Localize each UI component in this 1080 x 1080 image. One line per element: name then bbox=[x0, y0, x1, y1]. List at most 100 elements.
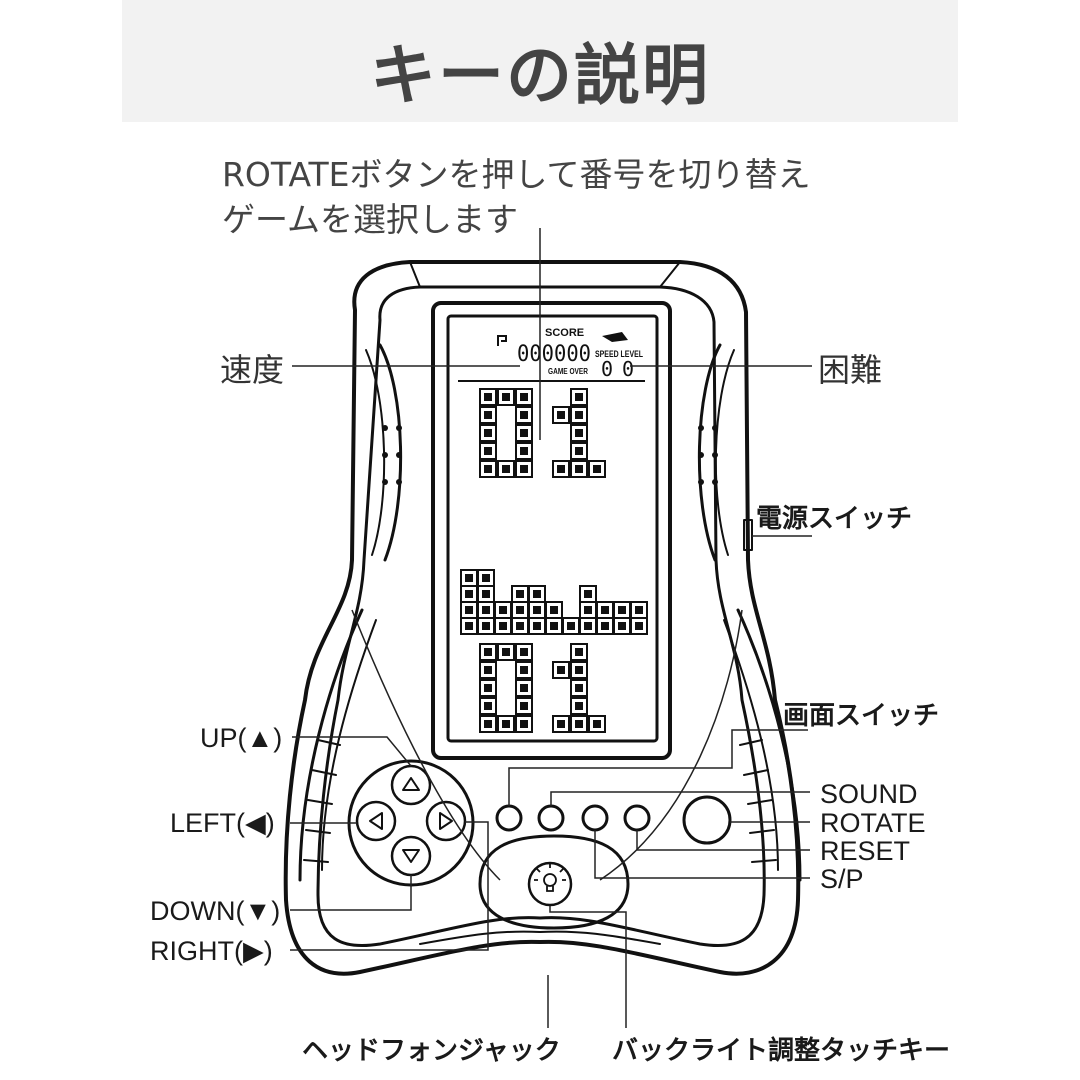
speaker-grille-right bbox=[698, 425, 718, 485]
leader-backlight bbox=[549, 906, 627, 1028]
label-power-switch: 電源スイッチ bbox=[756, 504, 913, 534]
screen-switch-button bbox=[495, 804, 523, 832]
lcd-pixel-fill bbox=[533, 590, 541, 598]
label-sound: SOUND bbox=[820, 779, 918, 809]
lcd-pixel-fill bbox=[520, 465, 528, 473]
right-arrow-icon bbox=[439, 812, 453, 830]
lcd-pixel-fill bbox=[516, 590, 524, 598]
label-up: UP(▲) bbox=[200, 723, 283, 753]
lcd-pixel-fill bbox=[593, 465, 601, 473]
score-value: 000000 bbox=[517, 342, 591, 367]
lcd-pixel-fill bbox=[557, 411, 565, 419]
lcd-pixel bbox=[570, 643, 588, 661]
down-arrow-icon bbox=[402, 849, 420, 863]
left-grip bbox=[378, 343, 403, 562]
lcd-pixel-fill bbox=[575, 429, 583, 437]
down-button bbox=[390, 835, 432, 877]
lcd-pixel-fill bbox=[584, 590, 592, 598]
lcd-pixel-fill bbox=[465, 622, 473, 630]
lcd-pixel-fill bbox=[635, 606, 643, 614]
lcd-pixel-fill bbox=[484, 393, 492, 401]
sp-button bbox=[623, 804, 651, 832]
lcd-pixel bbox=[552, 715, 570, 733]
lcd-pixel bbox=[479, 697, 497, 715]
lcd-pixel bbox=[570, 460, 588, 478]
lcd-pixel bbox=[515, 661, 533, 679]
lcd-pixel-fill bbox=[584, 606, 592, 614]
lcd-pixel bbox=[588, 715, 606, 733]
speed-value: 0 bbox=[601, 357, 613, 381]
lcd-pixel bbox=[479, 388, 497, 406]
leader-screen-switch bbox=[508, 729, 808, 806]
lcd-pixel bbox=[497, 460, 515, 478]
label-backlight-key: バックライト調整タッチキー bbox=[612, 1036, 951, 1066]
device-body-outer bbox=[283, 260, 801, 976]
lcd-pixel-fill bbox=[575, 720, 583, 728]
lcd-pixel-fill bbox=[482, 606, 490, 614]
lcd-pixel bbox=[497, 715, 515, 733]
lcd-pixel-fill bbox=[520, 447, 528, 455]
lcd-pixel bbox=[515, 388, 533, 406]
lcd-pixel-fill bbox=[502, 720, 510, 728]
lcd-screen: SCORE 000000 SPEED LEVEL GAME OVER 0 0 bbox=[431, 301, 672, 760]
lcd-pixel-fill bbox=[557, 666, 565, 674]
label-sp: S/P bbox=[820, 864, 864, 894]
lcd-pixel-fill bbox=[550, 622, 558, 630]
lcd-pixel bbox=[479, 661, 497, 679]
lcd-pixel bbox=[479, 424, 497, 442]
lcd-pixel-fill bbox=[484, 648, 492, 656]
lcd-pixel-fill bbox=[575, 465, 583, 473]
label-difficulty: 困難 bbox=[818, 351, 883, 389]
lcd-pixel bbox=[479, 442, 497, 460]
right-button bbox=[425, 800, 467, 842]
lcd-pixel-fill bbox=[575, 447, 583, 455]
lcd-pixel bbox=[515, 424, 533, 442]
lcd-pixel bbox=[515, 679, 533, 697]
lcd-pixel bbox=[515, 715, 533, 733]
lcd-pixel bbox=[570, 424, 588, 442]
brick-pixel-grid bbox=[460, 388, 648, 733]
lcd-pixel bbox=[497, 643, 515, 661]
speaker-grille-left bbox=[382, 425, 402, 485]
header-banner: キーの説明 bbox=[122, 0, 958, 122]
cable-right bbox=[599, 609, 743, 881]
lcd-pixel bbox=[588, 460, 606, 478]
leader-reset bbox=[636, 830, 810, 851]
instruction-line-2: ゲームを選択します bbox=[222, 200, 519, 239]
level-value: 0 bbox=[622, 357, 634, 381]
lightbulb-icon bbox=[534, 864, 566, 892]
label-headphone-jack: ヘッドフォンジャック bbox=[302, 1036, 561, 1066]
lcd-pixel bbox=[570, 661, 588, 679]
cable-left bbox=[351, 609, 501, 881]
lcd-pixel-fill bbox=[484, 447, 492, 455]
lcd-pixel-fill bbox=[465, 606, 473, 614]
lcd-pixel bbox=[570, 697, 588, 715]
left-arrow-icon bbox=[369, 812, 383, 830]
lcd-pixel bbox=[552, 406, 570, 424]
lcd-pixel-fill bbox=[601, 622, 609, 630]
lcd-pixel bbox=[479, 715, 497, 733]
lcd-pixel-fill bbox=[484, 465, 492, 473]
lcd-pixel-fill bbox=[520, 702, 528, 710]
game-over-label: GAME OVER bbox=[548, 367, 588, 376]
lcd-pixel-fill bbox=[516, 606, 524, 614]
lcd-pixel-fill bbox=[635, 622, 643, 630]
label-rotate: ROTATE bbox=[820, 808, 926, 838]
lcd-pixel-fill bbox=[575, 411, 583, 419]
backlight-touch-key bbox=[478, 834, 630, 930]
reset-button bbox=[581, 804, 609, 832]
lcd-pixel-fill bbox=[584, 622, 592, 630]
label-down: DOWN(▼) bbox=[150, 896, 281, 926]
left-button bbox=[355, 800, 397, 842]
lcd-pixel-fill bbox=[502, 648, 510, 656]
lcd-pixel bbox=[479, 460, 497, 478]
lcd-pixel-fill bbox=[520, 666, 528, 674]
lcd-pixel-fill bbox=[618, 622, 626, 630]
lcd-pixel-fill bbox=[482, 622, 490, 630]
lcd-pixel-fill bbox=[502, 465, 510, 473]
lcd-pixel-fill bbox=[465, 574, 473, 582]
lcd-pixel-fill bbox=[533, 622, 541, 630]
lcd-pixel-fill bbox=[557, 465, 565, 473]
lcd-pixel bbox=[630, 617, 648, 635]
lcd-pixel-fill bbox=[499, 606, 507, 614]
